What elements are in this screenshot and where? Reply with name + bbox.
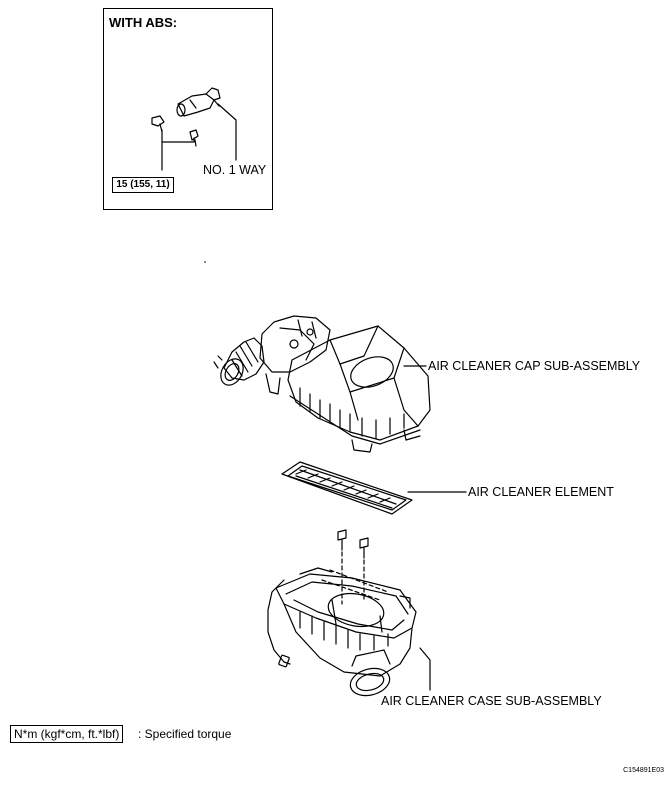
- air-cleaner-case-illustration: [267, 529, 431, 697]
- figure-id: C154891E03: [623, 767, 664, 774]
- inset-torque-value: 15 (155, 11): [112, 177, 174, 193]
- with-abs-inset: WITH ABS: 15 (155, 11): [103, 8, 273, 210]
- no1-way-label: NO. 1 WAY: [203, 163, 267, 177]
- air-cleaner-case-label: AIR CLEANER CASE SUB-ASSEMBLY: [381, 694, 602, 708]
- air-cleaner-cap-illustration: [213, 315, 431, 453]
- torque-legend-text: : Specified torque: [138, 727, 232, 741]
- air-cleaner-cap-label: AIR CLEANER CAP SUB-ASSEMBLY: [428, 359, 641, 373]
- torque-legend-box: N*m (kgf*cm, ft.*lbf): [10, 725, 124, 743]
- air-cleaner-element-label: AIR CLEANER ELEMENT: [468, 485, 614, 499]
- no1-way-valve-illustration: [176, 87, 237, 161]
- inset-bolts-illustration: [151, 115, 199, 171]
- inset-title: WITH ABS:: [109, 15, 178, 30]
- air-cleaner-element-illustration: [281, 461, 467, 515]
